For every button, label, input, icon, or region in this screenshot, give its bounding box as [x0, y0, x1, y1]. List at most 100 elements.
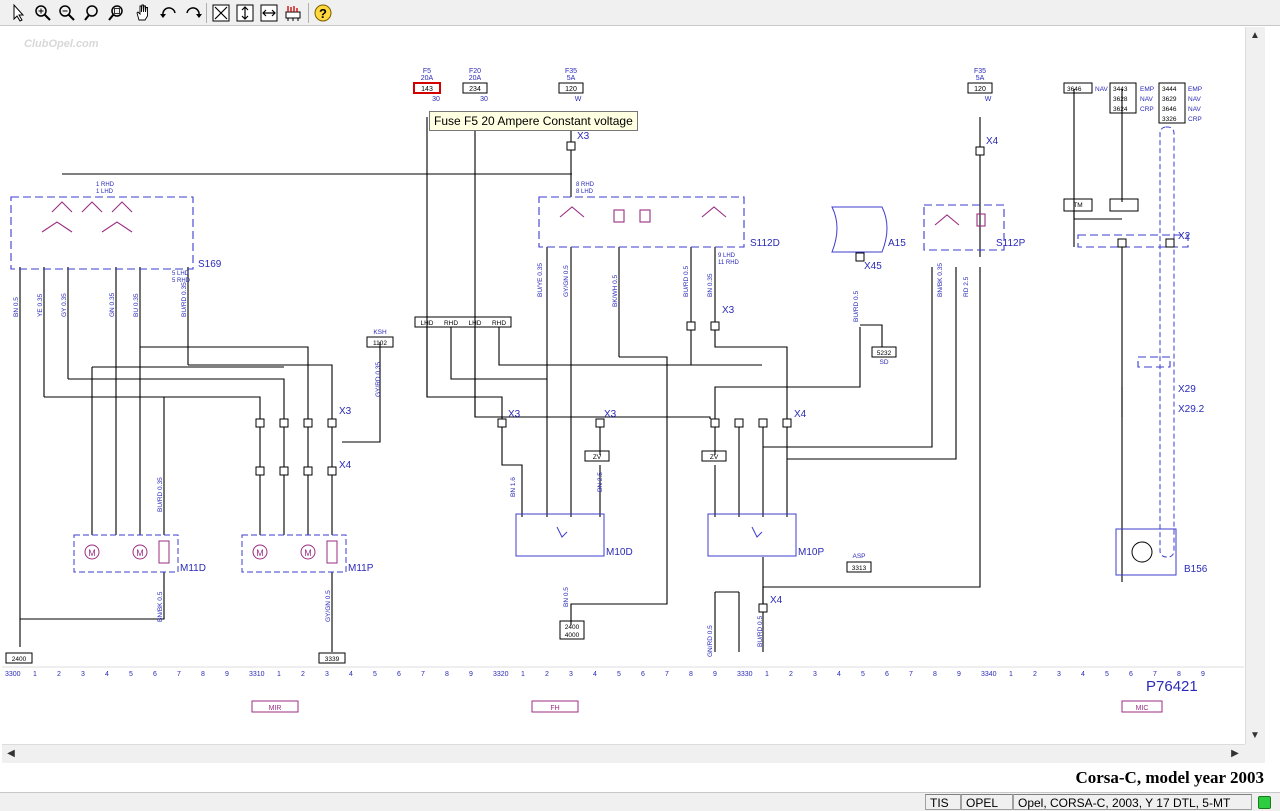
wire-label: BU/RD 0.5	[853, 291, 860, 322]
fuse-tooltip: Fuse F5 20 Ampere Constant voltage	[429, 111, 638, 131]
svg-text:X45: X45	[864, 261, 882, 272]
svg-text:NAV: NAV	[1140, 96, 1154, 103]
wire-label: BU/YE 0.35	[537, 263, 544, 297]
vertical-scrollbar[interactable]: ▲ ▼	[1245, 27, 1265, 744]
ruler-label: 6	[397, 671, 401, 678]
svg-text:LHD: LHD	[420, 320, 433, 327]
status-indicator-icon	[1258, 796, 1271, 809]
horizontal-scrollbar[interactable]: ◀ ▶	[2, 744, 1245, 763]
scroll-up-icon[interactable]: ▲	[1250, 30, 1260, 41]
scroll-down-icon[interactable]: ▼	[1250, 730, 1260, 741]
control-unit-m10p[interactable]	[707, 513, 797, 557]
fit-all-icon[interactable]	[210, 2, 232, 24]
svg-text:LHD: LHD	[468, 320, 481, 327]
svg-text:CRP: CRP	[1188, 116, 1202, 123]
wire-label: BN 0.35	[707, 273, 714, 297]
lhd-rhd-box	[414, 316, 512, 328]
wire-label: BU/RD 0.35	[157, 477, 164, 512]
small-labels: 1 RHD 1 LHD 8 RHD 8 LHD 5 LHD 5 RHD 9 LH…	[96, 182, 740, 284]
svg-text:?: ?	[319, 6, 327, 21]
svg-text:M: M	[256, 548, 264, 558]
svg-text:M: M	[88, 548, 96, 558]
ruler-label: 8	[933, 671, 937, 678]
svg-text:2400: 2400	[565, 624, 580, 631]
svg-text:120: 120	[974, 86, 986, 93]
wire-label: BN/BK 0.35	[937, 263, 944, 297]
svg-text:ZV: ZV	[593, 454, 602, 461]
fit-width-icon[interactable]	[258, 2, 280, 24]
motor-m11d[interactable]: M M	[73, 534, 179, 573]
svg-text:X4: X4	[770, 595, 783, 606]
wire-label: GY/RD 0.35	[375, 362, 382, 397]
svg-text:B156: B156	[1184, 564, 1208, 575]
wire-label: BN 0.5	[563, 587, 570, 607]
ruler-label: 9	[469, 671, 473, 678]
sensor-a15[interactable]	[831, 206, 888, 253]
wire-label: BN 2.5	[597, 472, 604, 492]
scroll-right-icon[interactable]: ▶	[1231, 748, 1239, 759]
zoom-window-icon[interactable]	[106, 2, 128, 24]
wire-label: BU/RD 0.5	[757, 616, 764, 647]
speaker-b156[interactable]	[1115, 528, 1177, 576]
wire-label: GN/RD 0.5	[707, 625, 714, 657]
control-unit-m10d[interactable]	[515, 513, 605, 557]
magnifier-icon[interactable]	[82, 2, 104, 24]
fuse-f20-box[interactable]	[462, 82, 488, 94]
svg-text:A15: A15	[888, 238, 906, 249]
svg-text:ZV: ZV	[710, 454, 719, 461]
ruler-label: 5	[617, 671, 621, 678]
wire-label: BK/WH 0.5	[612, 274, 619, 307]
svg-text:KSH: KSH	[373, 329, 387, 336]
wire-label: GN 0.35	[109, 292, 116, 317]
svg-text:5 RHD: 5 RHD	[172, 278, 191, 284]
arrow-back-icon[interactable]	[158, 2, 180, 24]
svg-text:EMP: EMP	[1188, 86, 1202, 93]
toolbar: ?	[0, 0, 1280, 26]
svg-text:X29.2: X29.2	[1178, 404, 1205, 415]
svg-text:5 LHD: 5 LHD	[172, 271, 190, 277]
fuse-f35-box[interactable]	[558, 82, 584, 94]
wire-label: YE 0.35	[37, 293, 44, 317]
hand-icon[interactable]	[132, 2, 154, 24]
fuse-f35-right-box[interactable]	[967, 82, 993, 94]
ruler-label: 6	[153, 671, 157, 678]
ruler-label: 7	[665, 671, 669, 678]
zoom-out-icon[interactable]	[56, 2, 78, 24]
help-icon[interactable]: ?	[312, 2, 334, 24]
fuse-labels: F5 20A 143 F20 20A 234 F35 5A 120 F35 5A…	[421, 68, 992, 103]
svg-text:3444: 3444	[1162, 86, 1177, 93]
ruler-label: 3	[813, 671, 817, 678]
ground-labels: 2400 3339 2400 4000 3313 5232 1102 ZV ZV…	[12, 202, 1083, 663]
schematic-canvas[interactable]: ClubOpel.com	[2, 27, 1244, 744]
pointer-icon[interactable]	[8, 2, 30, 24]
motor-m11p[interactable]: M M	[241, 534, 347, 573]
svg-text:30: 30	[432, 96, 440, 103]
ruler-label: 5	[373, 671, 377, 678]
connector-icon[interactable]	[282, 2, 304, 24]
svg-text:M: M	[136, 548, 144, 558]
svg-text:X3: X3	[577, 131, 590, 142]
scrollbar-corner	[1245, 744, 1265, 763]
wire-label: GY 0.35	[61, 293, 68, 317]
ruler-label: 4	[105, 671, 109, 678]
fuse-f5-box[interactable]	[413, 82, 441, 94]
zoom-in-icon[interactable]	[32, 2, 54, 24]
svg-text:M11P: M11P	[348, 563, 374, 574]
ruler-label: 2	[1033, 671, 1037, 678]
svg-text:3629: 3629	[1162, 96, 1177, 103]
fit-height-icon[interactable]	[234, 2, 256, 24]
ruler-label: 1	[1009, 671, 1013, 678]
svg-text:CRP: CRP	[1140, 106, 1154, 113]
svg-text:5A: 5A	[567, 75, 576, 82]
scroll-left-icon[interactable]: ◀	[7, 748, 15, 759]
svg-text:234: 234	[469, 86, 481, 93]
arrow-forward-icon[interactable]	[182, 2, 204, 24]
ruler-label: 9	[1201, 671, 1205, 678]
ruler-label: 4	[349, 671, 353, 678]
svg-text:TM: TM	[1073, 202, 1082, 209]
ruler-label: 3	[325, 671, 329, 678]
status-brand: OPEL	[961, 794, 1013, 810]
status-system: TIS	[925, 794, 961, 810]
wire-label: GY/GN 0.5	[325, 590, 332, 622]
